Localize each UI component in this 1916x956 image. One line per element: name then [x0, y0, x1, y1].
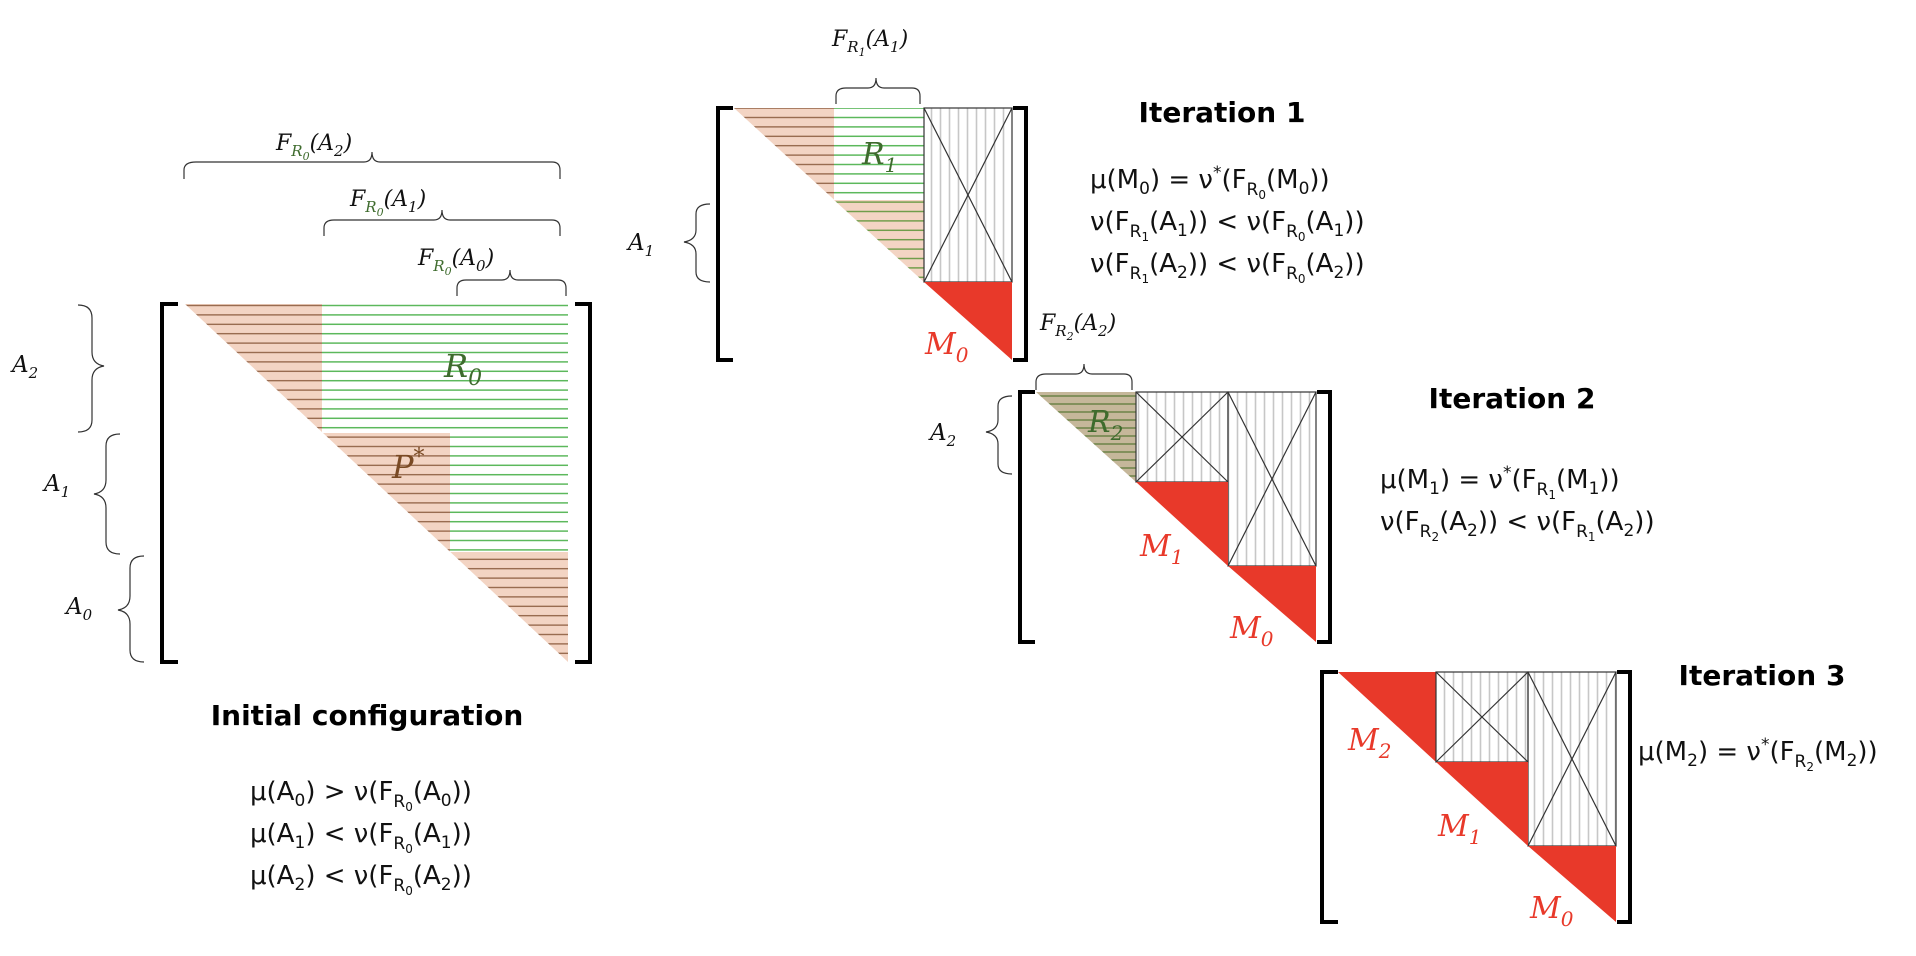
- iter2-m1-region: [1136, 482, 1228, 566]
- iter1-a1-label: A1: [626, 230, 654, 260]
- iter3-small-cross-b: [1435, 671, 1529, 763]
- iter3-matrix: [1320, 670, 1632, 924]
- f-a0-label: FR0(A0): [417, 246, 494, 278]
- iter3-m2-label: M2: [1347, 723, 1391, 763]
- iter2-matrix: [1018, 390, 1332, 644]
- iter1-r1-lower: [834, 200, 924, 282]
- pstar-label: P*: [391, 445, 425, 486]
- f-a1-label: FR0(A1): [349, 187, 426, 219]
- iter3-eq-1: μ(M2) = ν*(FR2(M2)): [1638, 735, 1878, 774]
- iter2-a2-label: A2: [928, 420, 956, 450]
- iter1-title: Iteration 1: [1139, 96, 1306, 129]
- iter1-a1-brace: [683, 203, 711, 283]
- iter3-left-bracket: [1320, 670, 1338, 924]
- iter2-tall-cross-b: [1227, 391, 1317, 567]
- f-a2-label: FR0(A2): [275, 131, 352, 163]
- iter1-eq-1: μ(M0) = ν*(FR0(M0)): [1090, 163, 1330, 202]
- iter3-m2-region: [1338, 672, 1436, 762]
- iter1-r1-label: R1: [861, 137, 897, 177]
- iter2-small-cross-b: [1135, 391, 1229, 483]
- initial-eq-1: μ(A0) > ν(FR0(A0)): [250, 777, 472, 814]
- left-bracket: [160, 302, 178, 664]
- a1-brace: [93, 433, 121, 555]
- iter1-f-label: FR1(A1): [831, 27, 908, 59]
- r0-label: R0: [443, 347, 482, 391]
- iter1-m0-region: [924, 282, 1012, 360]
- iter2-a2-brace: [985, 395, 1013, 475]
- iter1-r1-hatch: [834, 108, 924, 200]
- iter2-f-brace: [1035, 363, 1133, 390]
- iter3-title: Iteration 3: [1679, 659, 1846, 692]
- iter1-f-brace: [835, 77, 921, 104]
- iter1-cross-b: [923, 107, 1013, 283]
- initial-title: Initial configuration: [211, 699, 524, 732]
- initial-matrix: [160, 302, 592, 664]
- iter1-matrix: [716, 106, 1028, 362]
- iter1-right-bracket: [1013, 106, 1028, 362]
- iter2-m0-label: M0: [1229, 611, 1274, 651]
- iter2-r2-label: R2: [1087, 405, 1123, 445]
- iter3-m1-label: M1: [1437, 809, 1481, 849]
- iter2-eq-1: μ(M1) = ν*(FR1(M1)): [1380, 463, 1620, 502]
- a2-brace: [77, 304, 105, 433]
- iter2-left-bracket: [1018, 390, 1035, 644]
- iter3-m0-region: [1528, 846, 1616, 922]
- f-a2-brace: [183, 151, 561, 179]
- iter2-eq-2: ν(FR2(A2)) < ν(FR1(A2)): [1380, 507, 1655, 544]
- iter3-tall-cross-b: [1527, 671, 1617, 847]
- a2-row-label: A2: [10, 352, 38, 382]
- r0-hatch: [322, 304, 568, 552]
- iter2-r2-region: [1036, 392, 1136, 482]
- initial-eq-3: μ(A2) < ν(FR0(A2)): [250, 861, 472, 898]
- right-bracket: [575, 302, 592, 664]
- iter2-title: Iteration 2: [1429, 382, 1596, 415]
- iter1-m0-label: M0: [924, 327, 969, 367]
- iter1-left-bracket: [716, 106, 733, 362]
- iter3-right-bracket: [1617, 670, 1632, 924]
- iter2-right-bracket: [1317, 390, 1332, 644]
- iter2-m0-region: [1228, 566, 1316, 642]
- iter1-eq-3: ν(FR1(A2)) < ν(FR0(A2)): [1090, 249, 1365, 286]
- a0-brace: [117, 555, 145, 663]
- a1-row-label: A1: [42, 471, 70, 501]
- f-a0-brace: [456, 269, 567, 296]
- f-a1-brace: [323, 209, 561, 236]
- initial-eq-2: μ(A1) < ν(FR0(A1)): [250, 819, 472, 856]
- iter3-m0-label: M0: [1529, 891, 1574, 931]
- a0-row-label: A0: [64, 594, 93, 624]
- iter3-m1-region: [1436, 762, 1528, 846]
- iter1-eq-2: ν(FR1(A1)) < ν(FR0(A1)): [1090, 207, 1365, 244]
- iter2-m1-label: M1: [1139, 529, 1183, 569]
- iter2-f-label: FR2(A2): [1039, 311, 1116, 343]
